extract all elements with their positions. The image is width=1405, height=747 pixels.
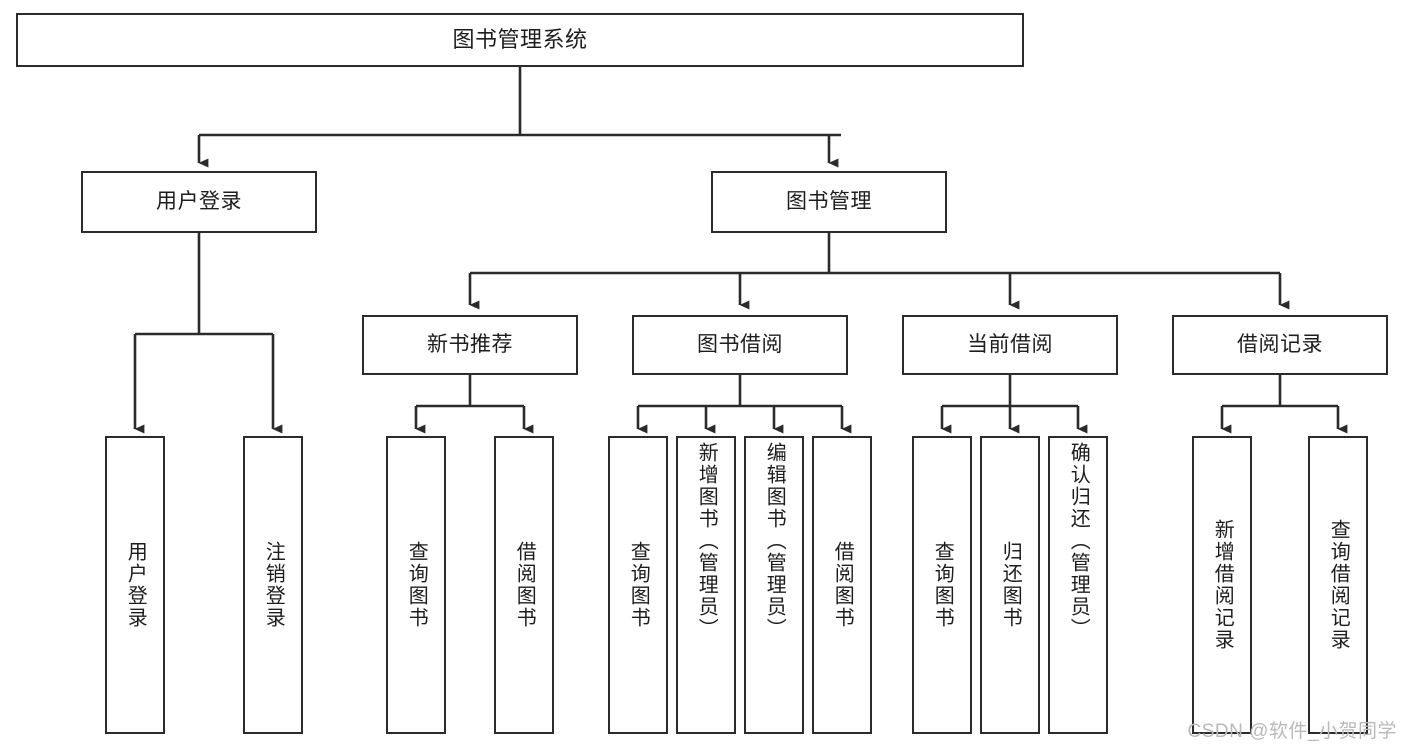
node-label: 查询图书 — [931, 541, 954, 629]
node-borrow-record[interactable]: 借阅记录 — [1172, 315, 1388, 375]
node-label: 确认归还（管理员） — [1067, 442, 1090, 640]
node-label: 归还图书 — [999, 541, 1022, 629]
node-label: 图书借阅 — [697, 332, 783, 356]
leaf-record-add[interactable]: 新增借阅记录 — [1192, 436, 1252, 734]
leaf-current-confirm-return[interactable]: 确认归还（管理员） — [1048, 436, 1108, 734]
node-label: 图书管理系统 — [452, 26, 588, 52]
node-user-login[interactable]: 用户登录 — [81, 171, 317, 233]
node-label: 新书推荐 — [427, 332, 513, 356]
node-label: 查询借阅记录 — [1327, 519, 1350, 651]
node-label: 借阅图书 — [513, 541, 536, 629]
leaf-current-query-book[interactable]: 查询图书 — [912, 436, 972, 734]
node-label: 用户登录 — [124, 541, 147, 629]
node-label: 查询图书 — [405, 541, 428, 629]
node-label: 编辑图书（管理员） — [763, 442, 786, 640]
leaf-recommend-borrow-book[interactable]: 借阅图书 — [494, 436, 554, 734]
leaf-logout[interactable]: 注销登录 — [243, 436, 303, 734]
node-new-book-recommendation[interactable]: 新书推荐 — [362, 315, 578, 375]
node-label: 图书管理 — [786, 189, 872, 213]
leaf-recommend-query-book[interactable]: 查询图书 — [386, 436, 446, 734]
node-label: 用户登录 — [156, 189, 242, 213]
leaf-current-return-book[interactable]: 归还图书 — [980, 436, 1040, 734]
node-label: 借阅图书 — [831, 541, 854, 629]
leaf-borrow-edit-book[interactable]: 编辑图书（管理员） — [744, 436, 804, 734]
leaf-record-search[interactable]: 查询借阅记录 — [1308, 436, 1368, 734]
leaf-user-login[interactable]: 用户登录 — [105, 436, 165, 734]
node-book-manage[interactable]: 图书管理 — [711, 171, 947, 233]
leaf-borrow-query-book[interactable]: 查询图书 — [608, 436, 668, 734]
node-label: 注销登录 — [262, 541, 285, 629]
leaf-borrow-do-borrow[interactable]: 借阅图书 — [812, 436, 872, 734]
node-label: 新增图书（管理员） — [695, 442, 718, 640]
node-label: 新增借阅记录 — [1211, 519, 1234, 651]
leaf-borrow-add-book[interactable]: 新增图书（管理员） — [676, 436, 736, 734]
node-book-borrow[interactable]: 图书借阅 — [632, 315, 848, 375]
node-current-borrow[interactable]: 当前借阅 — [902, 315, 1118, 375]
node-label: 借阅记录 — [1237, 332, 1323, 356]
node-label: 查询图书 — [627, 541, 650, 629]
node-label: 当前借阅 — [967, 332, 1053, 356]
node-root-system[interactable]: 图书管理系统 — [16, 13, 1024, 67]
